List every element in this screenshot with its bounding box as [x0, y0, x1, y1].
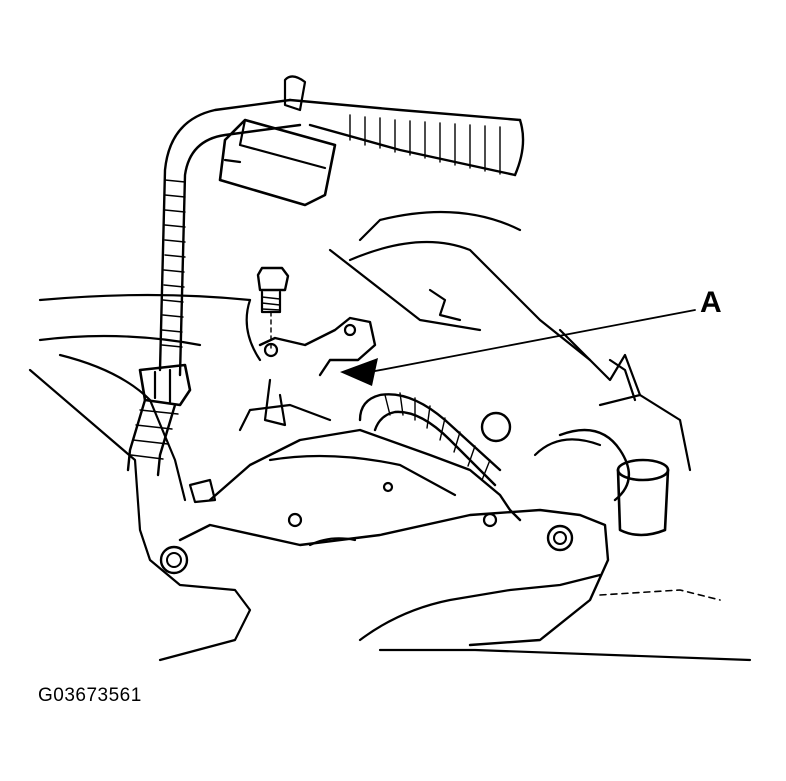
callout-label-a: A: [700, 286, 722, 319]
small-bracket: [188, 478, 217, 504]
callout-arrow: [340, 309, 696, 386]
body-frame-outline: [28, 210, 642, 662]
upper-connector: [218, 118, 337, 207]
mount-bracket: [238, 316, 377, 432]
frame-mount-hole: [159, 545, 189, 575]
figure-code: G03673561: [38, 685, 142, 706]
lower-left-connector: [138, 363, 192, 407]
upper-harness: [158, 75, 525, 377]
right-components: [480, 358, 692, 537]
crossmember: [178, 508, 752, 662]
side-harness: [358, 392, 502, 487]
lower-harness: [126, 398, 179, 477]
